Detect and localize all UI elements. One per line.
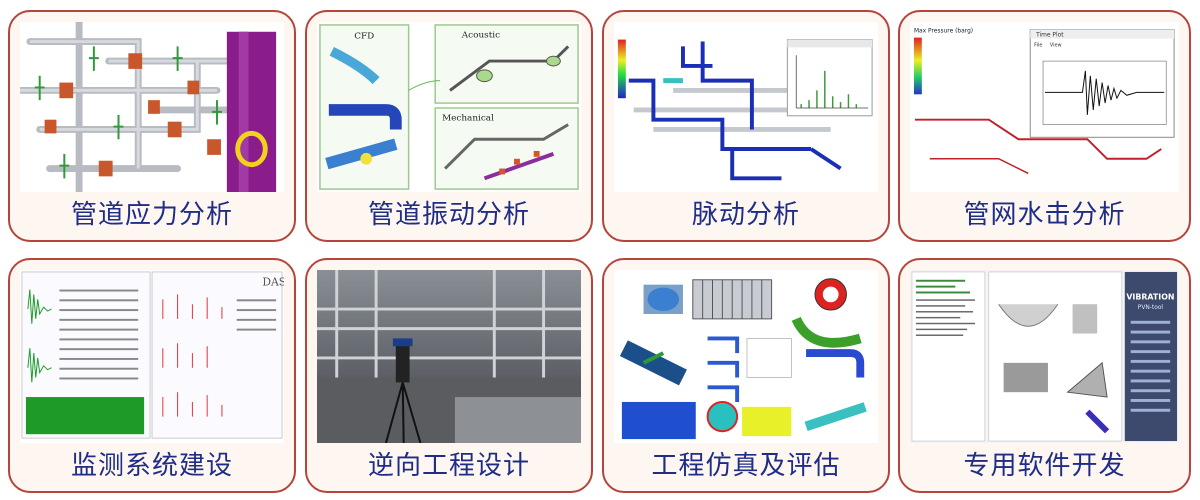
- card-label: 监测系统建设: [70, 451, 233, 481]
- card-label: 管网水击分析: [963, 200, 1126, 230]
- water-hammer-image: Max Pressure (barg) Time Plot File View: [910, 22, 1179, 192]
- pipe-vibration-image: CFD Acoustic Mechanical: [317, 22, 581, 192]
- panel-title-acoustic: Acoustic: [461, 31, 500, 41]
- menu-view[interactable]: View: [1050, 42, 1062, 48]
- card-label: 专用软件开发: [963, 451, 1126, 481]
- card-label: 逆向工程设计: [367, 451, 530, 481]
- panel-title-cfd: CFD: [354, 32, 374, 42]
- simulation-image: [614, 270, 878, 443]
- legend-title: Max Pressure (barg): [914, 29, 973, 35]
- dasp-logo: DASP: [262, 276, 284, 289]
- window-title: Time Plot: [1035, 33, 1064, 39]
- card-label: 脉动分析: [691, 200, 800, 230]
- card-label: 管道应力分析: [70, 200, 233, 230]
- card-pipe-stress-analysis[interactable]: 管道应力分析: [8, 10, 296, 242]
- card-engineering-simulation[interactable]: 工程仿真及评估: [602, 258, 890, 493]
- pipe-stress-image: [20, 22, 284, 192]
- software-image: VIBRATION PVN-tool: [910, 270, 1179, 443]
- sidebar-title: VIBRATION: [1126, 292, 1174, 301]
- monitoring-image: DASP: [20, 270, 284, 443]
- pulsation-image: [614, 22, 878, 192]
- card-reverse-engineering[interactable]: 逆向工程设计: [305, 258, 593, 493]
- sidebar-subtitle: PVN-tool: [1138, 305, 1164, 311]
- card-pipe-vibration-analysis[interactable]: CFD Acoustic Mechanical 管道振动分析: [305, 10, 593, 242]
- card-software-development[interactable]: VIBRATION PVN-tool 专用软件开发: [898, 258, 1191, 493]
- reverse-engineering-photo: [317, 270, 581, 443]
- card-monitoring-system[interactable]: DASP: [8, 258, 296, 493]
- card-pulsation-analysis[interactable]: 脉动分析: [602, 10, 890, 242]
- panel-title-mechanical: Mechanical: [442, 114, 494, 124]
- menu-file[interactable]: File: [1034, 42, 1042, 48]
- card-water-hammer-analysis[interactable]: Max Pressure (barg) Time Plot File View …: [898, 10, 1191, 242]
- card-label: 工程仿真及评估: [651, 451, 841, 481]
- card-label: 管道振动分析: [367, 200, 530, 230]
